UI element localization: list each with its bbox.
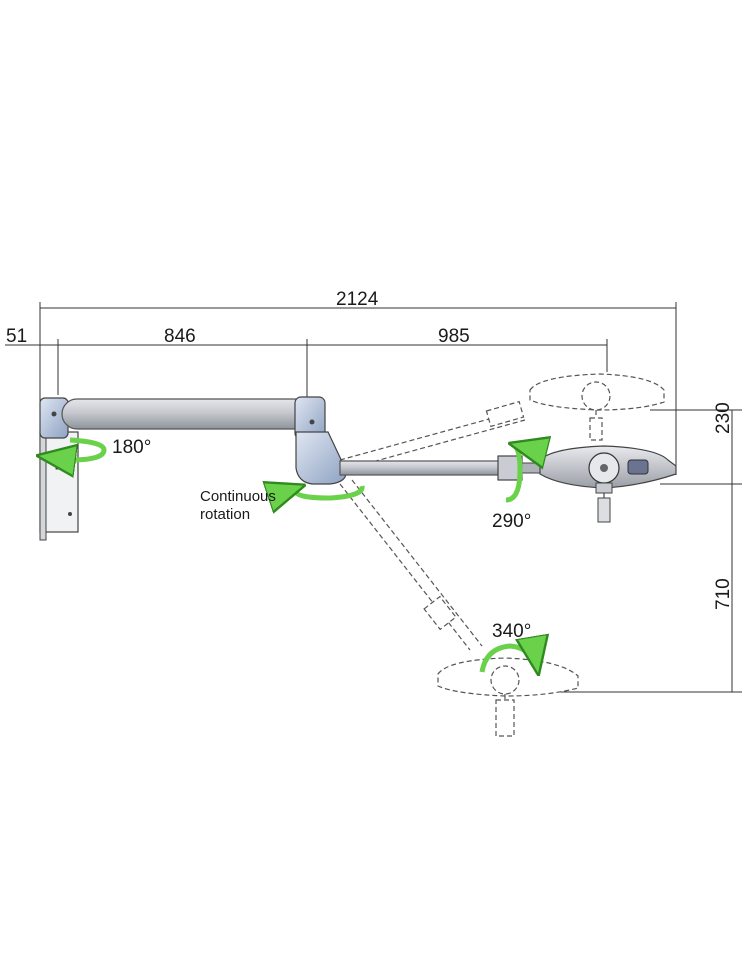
rotation-head-bottom-label: 340° [492, 621, 532, 642]
dim-height-up-label: 230 [713, 402, 734, 434]
rotate-180-arrow-icon [40, 437, 107, 460]
rotation-arrows [40, 440, 538, 672]
rotation-head-vertical-label: 290° [492, 511, 532, 532]
dim-total-label: 2124 [336, 289, 379, 310]
rotation-wall-label: 180° [112, 437, 152, 458]
upper-ghost-arm [339, 373, 665, 471]
dim-wall-offset-label: 51 [6, 326, 28, 347]
rotate-340-arrow-icon [479, 646, 538, 672]
dimension-lines [5, 302, 742, 693]
central-joint [295, 431, 347, 485]
rotate-290-arrow-icon [506, 444, 520, 503]
lower-ghost-arm [339, 479, 579, 737]
dim-arm2-label: 985 [438, 326, 470, 347]
first-arm [61, 396, 326, 440]
dim-arm1-label: 846 [164, 326, 196, 347]
dim-height-down-label: 710 [713, 578, 734, 610]
rotation-central-label: Continuous rotation [200, 488, 276, 523]
lamp-head [539, 445, 677, 523]
continuous-rotation-arrow-icon [296, 486, 365, 498]
